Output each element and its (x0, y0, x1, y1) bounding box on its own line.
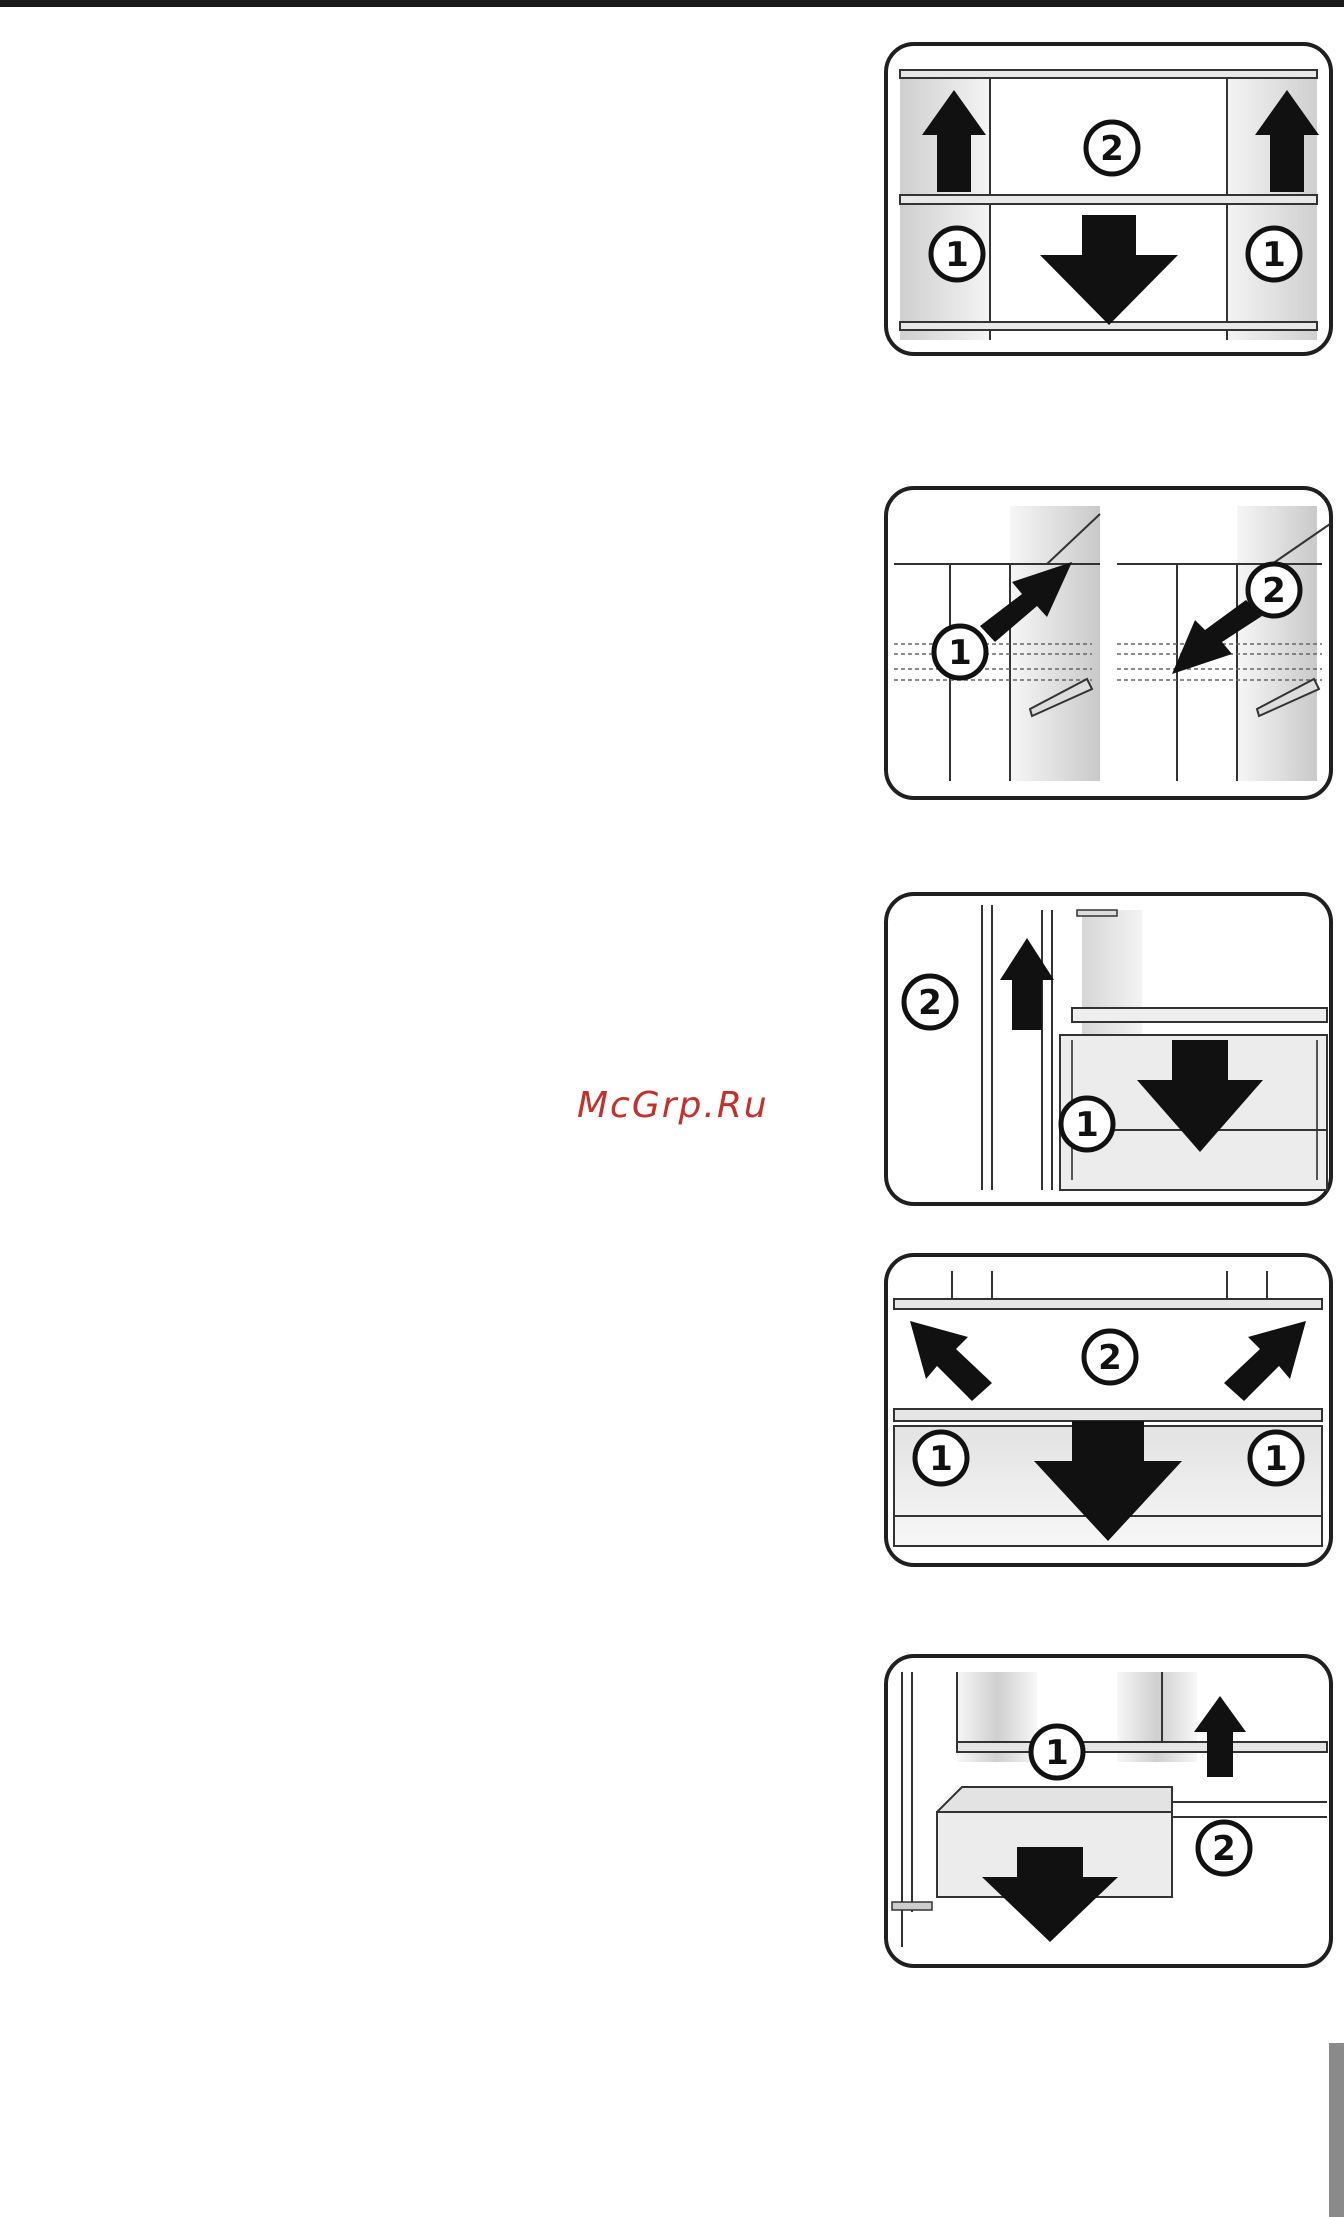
freezer-drawer-illustration: 1 2 (882, 1652, 1335, 1970)
svg-text:1: 1 (1075, 1105, 1099, 1145)
step-badge: 1 (1031, 1726, 1083, 1778)
step-badge: 1 (915, 1432, 967, 1484)
svg-text:1: 1 (929, 1439, 953, 1479)
svg-text:1: 1 (948, 633, 972, 673)
figure-freezer-drawer: 1 2 (882, 1652, 1335, 1970)
step-badge: 1 (1250, 1432, 1302, 1484)
svg-text:2: 2 (1098, 1338, 1122, 1378)
figure-crisper-shelf: 1 2 1 (882, 1251, 1335, 1569)
step-badge: 2 (1084, 1331, 1136, 1383)
page-edge-tab (1329, 2043, 1344, 2217)
door-bin-illustration: 1 2 (882, 484, 1335, 802)
svg-text:1: 1 (1264, 1439, 1288, 1479)
step-badge: 1 (934, 626, 986, 678)
figure-door-bin: 1 2 (882, 484, 1335, 802)
figure-drawer-cover: 2 1 (882, 890, 1335, 1208)
step-badge: 1 (1248, 228, 1300, 280)
drawer-cover-illustration: 2 1 (882, 890, 1335, 1208)
crisper-shelf-illustration: 1 2 1 (882, 1251, 1335, 1569)
step-badge: 2 (904, 976, 956, 1028)
svg-text:2: 2 (1212, 1829, 1236, 1869)
step-badge: 2 (1198, 1822, 1250, 1874)
step-badge: 2 (1086, 122, 1138, 174)
svg-text:2: 2 (918, 983, 942, 1023)
svg-text:2: 2 (1262, 571, 1286, 611)
svg-text:1: 1 (1262, 235, 1286, 275)
figure-shelf-removal: 2 1 1 (882, 40, 1335, 358)
svg-text:1: 1 (1045, 1733, 1069, 1773)
shelf-removal-illustration: 2 1 1 (882, 40, 1335, 358)
step-badge: 1 (931, 228, 983, 280)
svg-text:1: 1 (945, 235, 969, 275)
step-badge: 2 (1248, 564, 1300, 616)
watermark: McGrp.Ru (577, 1085, 769, 1126)
top-rule (0, 0, 1344, 7)
svg-text:2: 2 (1100, 129, 1124, 169)
step-badge: 1 (1061, 1098, 1113, 1150)
